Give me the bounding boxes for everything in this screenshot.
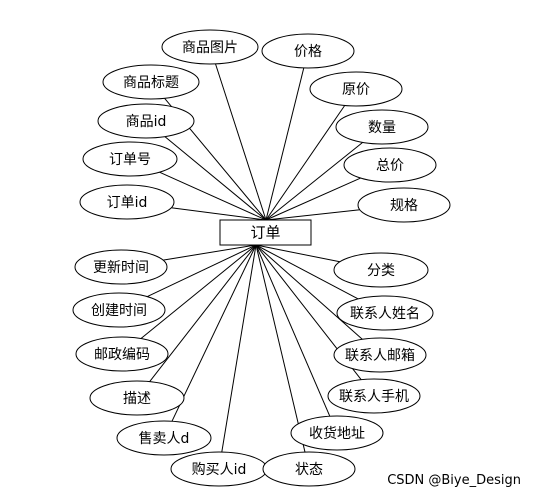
attribute-label: 商品id bbox=[126, 114, 167, 130]
attribute-label: 描述 bbox=[123, 391, 151, 407]
attribute-node: 订单号 bbox=[82, 141, 178, 177]
attribute-node: 商品标题 bbox=[102, 64, 200, 100]
connector-line bbox=[149, 244, 257, 382]
attribute-label: 收货地址 bbox=[309, 425, 365, 442]
attribute-label: 创建时间 bbox=[91, 303, 147, 319]
attribute-label: 数量 bbox=[368, 120, 396, 136]
attribute-ellipse bbox=[336, 295, 434, 331]
attribute-ellipse bbox=[82, 141, 178, 177]
attribute-node: 订单id bbox=[79, 184, 175, 220]
attribute-label: 总价 bbox=[376, 158, 404, 174]
attribute-ellipse bbox=[161, 29, 259, 65]
attribute-ellipse bbox=[79, 184, 175, 220]
attribute-label: 联系人姓名 bbox=[350, 306, 420, 322]
attribute-ellipse bbox=[333, 252, 429, 288]
attribute-label: 更新时间 bbox=[93, 260, 149, 276]
attribute-ellipse bbox=[89, 380, 185, 416]
attribute-node: 描述 bbox=[89, 380, 185, 416]
connector-line bbox=[221, 244, 257, 453]
connector-line bbox=[265, 105, 346, 221]
connector-line bbox=[140, 244, 257, 339]
attribute-node: 收货地址 bbox=[290, 415, 384, 451]
attribute-ellipse bbox=[335, 109, 429, 145]
attribute-label: 规格 bbox=[390, 198, 418, 214]
connector-line bbox=[163, 244, 257, 261]
attribute-label: 联系人邮箱 bbox=[345, 348, 415, 364]
attribute-ellipse bbox=[343, 147, 437, 183]
connector-line bbox=[255, 244, 363, 340]
connector-line bbox=[265, 67, 305, 221]
attribute-node: 更新时间 bbox=[74, 249, 168, 285]
attribute-node: 商品图片 bbox=[161, 29, 259, 65]
attribute-ellipse bbox=[262, 451, 356, 487]
attribute-node: 邮政编码 bbox=[75, 336, 169, 372]
connector-line bbox=[147, 244, 257, 298]
attribute-ellipse bbox=[75, 336, 169, 372]
attribute-node: 联系人手机 bbox=[327, 378, 421, 414]
attribute-node: 总价 bbox=[343, 147, 437, 183]
connector-line bbox=[171, 244, 257, 422]
attribute-ellipse bbox=[357, 187, 451, 223]
connector-line bbox=[215, 63, 267, 221]
attribute-label: 订单id bbox=[107, 195, 148, 211]
attribute-label: 价格 bbox=[294, 44, 322, 60]
attribute-label: 商品标题 bbox=[123, 75, 179, 91]
attribute-label: 分类 bbox=[367, 263, 395, 279]
attribute-label: 状态 bbox=[295, 462, 323, 478]
connector-line bbox=[171, 207, 267, 221]
connector-line bbox=[265, 209, 360, 221]
attribute-node: 联系人邮箱 bbox=[333, 337, 427, 373]
attribute-label: 订单号 bbox=[109, 152, 151, 168]
attribute-ellipse bbox=[102, 64, 200, 100]
connector-line bbox=[255, 244, 359, 300]
attribute-ellipse bbox=[309, 71, 403, 107]
attribute-ellipse bbox=[72, 292, 166, 328]
attribute-ellipse bbox=[327, 378, 421, 414]
attribute-label: 原价 bbox=[342, 82, 370, 98]
connector-line bbox=[265, 177, 361, 221]
attribute-node: 购买人id bbox=[170, 451, 268, 487]
attribute-node: 创建时间 bbox=[72, 292, 166, 328]
attribute-node: 价格 bbox=[261, 33, 355, 69]
relationship-lines bbox=[140, 63, 364, 453]
attribute-label: 商品图片 bbox=[182, 40, 238, 56]
attribute-node: 原价 bbox=[309, 71, 403, 107]
watermark: CSDN @Biye_Design bbox=[387, 473, 521, 488]
attribute-ellipse bbox=[97, 103, 195, 139]
connector-line bbox=[265, 142, 364, 221]
attribute-ellipse bbox=[261, 33, 355, 69]
connector-line bbox=[159, 171, 267, 221]
attribute-node: 商品id bbox=[97, 103, 195, 139]
attribute-node: 规格 bbox=[357, 187, 451, 223]
attribute-ellipse bbox=[333, 337, 427, 373]
attribute-label: 售卖人d bbox=[139, 431, 190, 447]
entity-label: 订单 bbox=[250, 224, 280, 242]
connector-line bbox=[255, 244, 331, 417]
attribute-node: 售卖人d bbox=[116, 420, 212, 456]
attribute-label: 邮政编码 bbox=[94, 347, 150, 363]
connector-line bbox=[255, 244, 306, 453]
attribute-label: 联系人手机 bbox=[339, 389, 409, 405]
connector-line bbox=[255, 244, 340, 263]
attribute-node: 数量 bbox=[335, 109, 429, 145]
attribute-node: 状态 bbox=[262, 451, 356, 487]
attribute-ellipse bbox=[74, 249, 168, 285]
connector-line bbox=[164, 136, 267, 221]
attribute-node: 联系人姓名 bbox=[336, 295, 434, 331]
attribute-node: 分类 bbox=[333, 252, 429, 288]
attribute-label: 购买人id bbox=[192, 462, 247, 478]
attribute-ellipse bbox=[290, 415, 384, 451]
entity-box-orders: 订单 bbox=[219, 219, 312, 246]
attribute-ellipse bbox=[116, 420, 212, 456]
